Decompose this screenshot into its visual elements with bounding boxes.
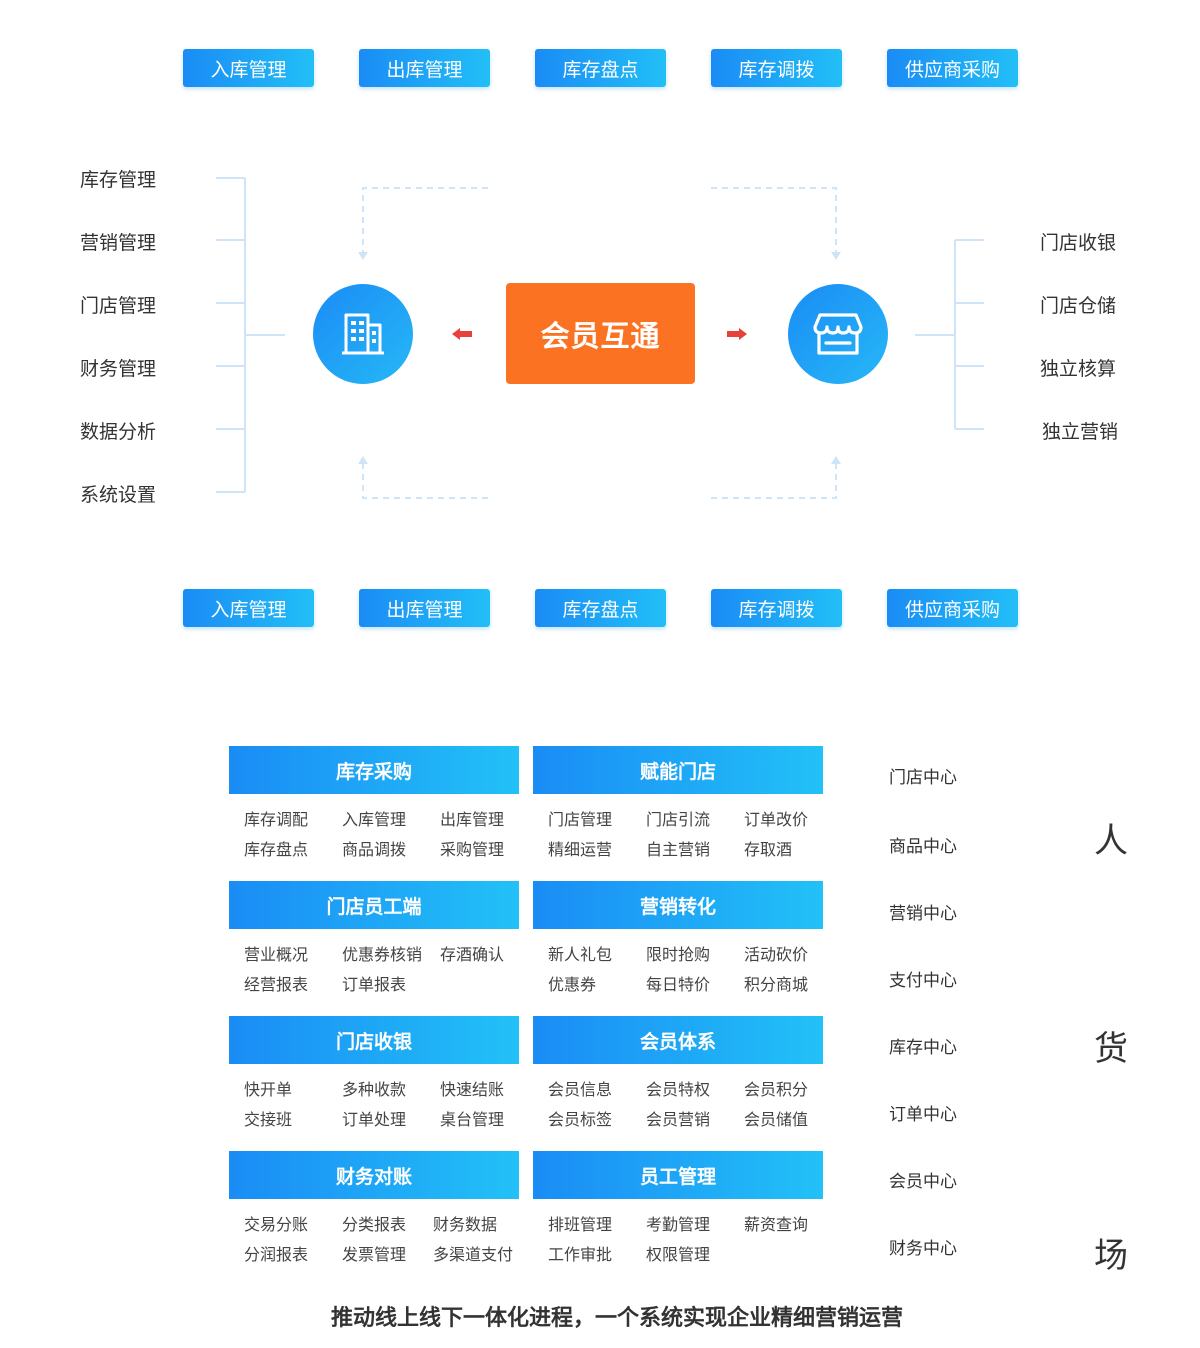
center-marketing: 营销中心	[889, 904, 957, 924]
bottom-tag-inbound[interactable]: 入库管理	[183, 589, 314, 627]
module-item: 会员标签	[548, 1110, 613, 1129]
storefront-icon	[813, 313, 863, 355]
module-item: 交接班	[244, 1110, 293, 1129]
module-marketing-conversion-title[interactable]: 营销转化	[533, 881, 823, 929]
module-item: 优惠券	[548, 975, 597, 994]
bottom-tag-supplier[interactable]: 供应商采购	[887, 589, 1018, 627]
module-staff-management-title[interactable]: 员工管理	[533, 1151, 823, 1199]
module-item: 桌台管理	[440, 1110, 505, 1129]
module-item: 存取酒	[744, 840, 793, 859]
left-item-settings: 系统设置	[80, 484, 157, 506]
store-circle	[788, 284, 888, 384]
module-item: 门店管理	[548, 810, 613, 829]
module-staff-app-title[interactable]: 门店员工端	[229, 881, 519, 929]
module-item: 每日特价	[646, 975, 711, 994]
module-item: 快速结账	[440, 1080, 505, 1099]
module-item: 存酒确认	[440, 945, 505, 964]
module-item: 入库管理	[342, 810, 407, 829]
left-item-store: 门店管理	[80, 295, 157, 317]
module-item: 多渠道支付	[433, 1245, 514, 1264]
module-item: 会员积分	[744, 1080, 809, 1099]
module-item: 快开单	[244, 1080, 293, 1099]
bottom-tag-stocktake[interactable]: 库存盘点	[535, 589, 666, 627]
bottom-tag-transfer[interactable]: 库存调拨	[711, 589, 842, 627]
module-item: 库存盘点	[244, 840, 309, 859]
big-char-goods: 货	[1094, 1029, 1128, 1069]
big-char-people: 人	[1094, 821, 1128, 861]
module-item: 新人礼包	[548, 945, 613, 964]
arrow-right-icon	[727, 328, 747, 340]
module-item: 出库管理	[440, 810, 505, 829]
module-item: 限时抢购	[646, 945, 711, 964]
module-item: 考勤管理	[646, 1215, 711, 1234]
module-item: 权限管理	[646, 1245, 711, 1264]
module-item: 优惠券核销	[342, 945, 423, 964]
module-item: 门店引流	[646, 810, 711, 829]
center-payment: 支付中心	[889, 971, 957, 991]
left-item-finance: 财务管理	[80, 358, 157, 380]
footer-slogan: 推动线上线下一体化进程，一个系统实现企业精细营销运营	[330, 1306, 903, 1331]
right-item-accounting: 独立核算	[1040, 358, 1117, 380]
top-tag-outbound[interactable]: 出库管理	[359, 49, 490, 87]
module-item: 工作审批	[548, 1245, 613, 1264]
bottom-tag-outbound[interactable]: 出库管理	[359, 589, 490, 627]
module-item: 分类报表	[342, 1215, 407, 1234]
module-item: 精细运营	[548, 840, 613, 859]
module-item: 自主营销	[646, 840, 711, 859]
building-icon	[342, 313, 384, 355]
top-tag-inbound[interactable]: 入库管理	[183, 49, 314, 87]
module-item: 采购管理	[440, 840, 505, 859]
center-inventory: 库存中心	[889, 1038, 957, 1058]
top-tag-transfer[interactable]: 库存调拨	[711, 49, 842, 87]
module-item: 活动砍价	[744, 945, 809, 964]
left-item-analytics: 数据分析	[80, 421, 157, 443]
module-item: 经营报表	[244, 975, 309, 994]
module-item: 会员特权	[646, 1080, 711, 1099]
module-item: 交易分账	[244, 1215, 309, 1234]
center-order: 订单中心	[889, 1105, 957, 1125]
module-item: 多种收款	[342, 1080, 407, 1099]
module-item: 库存调配	[244, 810, 309, 829]
center-product: 商品中心	[889, 837, 957, 857]
right-item-cashier: 门店收银	[1040, 232, 1117, 254]
module-item: 会员信息	[548, 1080, 613, 1099]
center-member: 会员中心	[889, 1172, 957, 1192]
top-tag-supplier[interactable]: 供应商采购	[887, 49, 1018, 87]
big-char-place: 场	[1094, 1236, 1128, 1276]
module-empower-store-title[interactable]: 赋能门店	[533, 746, 823, 794]
module-item: 商品调拨	[342, 840, 407, 859]
right-item-warehouse: 门店仓储	[1040, 295, 1117, 317]
module-item: 积分商城	[744, 975, 809, 994]
arrow-left-icon	[452, 328, 472, 340]
module-item: 排班管理	[548, 1215, 613, 1234]
module-item: 财务数据	[433, 1215, 498, 1234]
hq-circle	[313, 284, 413, 384]
connector-lines	[216, 177, 984, 499]
module-inventory-purchase-title[interactable]: 库存采购	[229, 746, 519, 794]
module-finance-reconcile-title[interactable]: 财务对账	[229, 1151, 519, 1199]
left-item-inventory: 库存管理	[80, 169, 157, 191]
module-item: 订单处理	[342, 1110, 407, 1129]
module-item: 会员营销	[646, 1110, 711, 1129]
right-item-independent-marketing: 独立营销	[1042, 421, 1119, 443]
module-item: 订单报表	[342, 975, 407, 994]
module-item: 薪资查询	[744, 1215, 809, 1234]
left-item-marketing: 营销管理	[80, 232, 157, 254]
module-membership-title[interactable]: 会员体系	[533, 1016, 823, 1064]
module-item: 会员储值	[744, 1110, 809, 1129]
module-store-cashier-title[interactable]: 门店收银	[229, 1016, 519, 1064]
module-item: 分润报表	[244, 1245, 309, 1264]
center-finance: 财务中心	[889, 1239, 957, 1259]
module-item: 发票管理	[342, 1245, 407, 1264]
module-item: 营业概况	[244, 945, 309, 964]
top-tag-stocktake[interactable]: 库存盘点	[535, 49, 666, 87]
module-item: 订单改价	[744, 810, 809, 829]
member-interconnect-box: 会员互通	[506, 283, 695, 384]
center-store: 门店中心	[889, 768, 957, 788]
